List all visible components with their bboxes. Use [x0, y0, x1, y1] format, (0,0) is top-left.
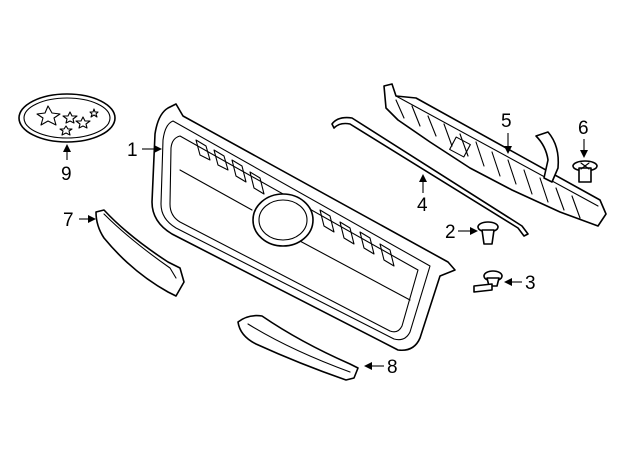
callout-2: 2 — [445, 222, 456, 243]
callout-7: 7 — [63, 210, 74, 231]
part-4-molding — [331, 116, 529, 237]
callout-6: 6 — [578, 118, 589, 139]
part-1-grille — [151, 103, 456, 352]
leader-lines — [63, 133, 588, 370]
callout-1: 1 — [127, 140, 138, 161]
callout-5: 5 — [501, 111, 512, 132]
part-9-emblem — [18, 93, 116, 143]
callout-8: 8 — [387, 357, 398, 378]
part-2-clip — [477, 221, 499, 245]
part-8-trim-strip — [237, 314, 359, 381]
callout-3: 3 — [525, 273, 536, 294]
part-7-trim-strip — [95, 209, 185, 297]
callout-9: 9 — [61, 164, 72, 185]
part-3-screw — [473, 270, 503, 293]
part-5-bracket — [383, 83, 607, 227]
part-6-clip — [572, 160, 598, 183]
callout-4: 4 — [417, 195, 428, 216]
